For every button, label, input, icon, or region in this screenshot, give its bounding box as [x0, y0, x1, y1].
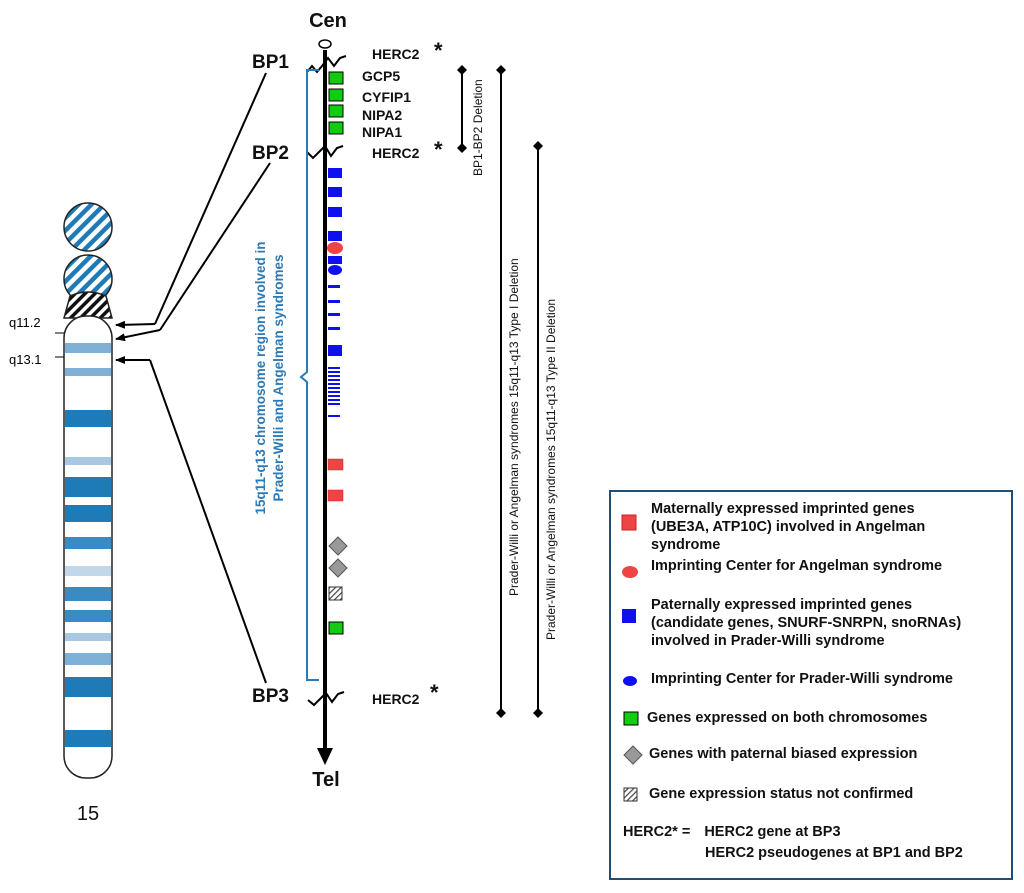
blue-gene-marker: [328, 327, 340, 330]
region-map: Cen Tel BP1 BP2 BP3 HERC2 * GCP5 CYFIP1 …: [252, 10, 443, 791]
bp1-arrow: [115, 320, 156, 329]
blue-ellipse-icon: [623, 676, 637, 686]
axis-arrowhead: [317, 748, 333, 765]
q-arm-bands: [65, 343, 111, 747]
chromosome-15-ideogram: q11.2 q13.1 15: [9, 202, 113, 825]
legend-text: (UBE3A, ATP10C) involved in Angelman: [651, 519, 926, 535]
herc2-note-line1: HERC2 gene at BP3: [704, 824, 841, 840]
green-gene-marker: [328, 621, 344, 635]
bp1-label: BP1: [252, 52, 289, 73]
blue-gene-marker: [328, 168, 342, 178]
centromere-label: Cen: [309, 10, 347, 32]
hatched-gene-marker: [328, 586, 343, 601]
blue-gene-marker: [328, 256, 342, 264]
gene-nipa2: NIPA2: [362, 107, 402, 123]
green-gene-marker: [328, 104, 344, 118]
gene-herc2-bp3: HERC2: [372, 691, 420, 707]
ic-prader-willi-marker: [328, 265, 342, 275]
p-arm-satellite-upper: [63, 202, 113, 252]
bp3-zigzag: [307, 691, 345, 707]
ic-angelman-marker: [327, 242, 343, 254]
blue-square-icon: [622, 609, 636, 623]
green-gene-marker: [328, 121, 344, 135]
legend-text: Paternally expressed imprinted genes: [651, 597, 913, 613]
legend-text: Maternally expressed imprinted genes: [651, 501, 915, 517]
legend-text: (candidate genes, SNURF-SNRPN, snoRNAs): [651, 615, 962, 631]
snorna-cluster: [328, 367, 340, 417]
red-ellipse-icon: [622, 566, 638, 578]
green-square-icon: [623, 711, 639, 726]
gene-herc2-bp2: HERC2: [372, 145, 420, 161]
legend-text: Gene expression status not confirmed: [649, 786, 914, 802]
legend-text: involved in Prader-Willi syndrome: [651, 633, 885, 649]
red-gene-marker: [327, 458, 344, 471]
gray-diamond-marker: [328, 536, 348, 556]
green-gene-marker: [328, 88, 344, 102]
asterisk-bp3: *: [430, 680, 439, 705]
bp1-connector: [154, 72, 267, 325]
breakpoint-connectors: [115, 72, 271, 684]
herc2-note-key: HERC2* =: [623, 824, 691, 840]
bp2-arrow: [115, 329, 161, 342]
blue-gene-marker: [328, 313, 340, 316]
bp2-zigzag: [306, 144, 344, 160]
blue-gene-marker: [328, 300, 340, 303]
gene-nipa1: NIPA1: [362, 124, 402, 140]
band-label-q13-1: q13.1: [9, 352, 42, 367]
hatched-square-icon: [623, 787, 638, 802]
blue-gene-marker: [328, 285, 340, 288]
blue-gene-marker: [328, 187, 342, 197]
gene-cyfip1: CYFIP1: [362, 89, 411, 105]
type1-deletion-label: Prader-Willi or Angelman syndromes 15q11…: [507, 258, 521, 596]
gene-gcp5: GCP5: [362, 68, 400, 84]
bp2-label: BP2: [252, 143, 289, 164]
bp1-zigzag: [306, 55, 347, 74]
gene-markers: [327, 71, 348, 635]
bp2-connector: [159, 162, 271, 331]
bp3-label: BP3: [252, 686, 289, 707]
gene-herc2-bp1: HERC2: [372, 46, 420, 62]
legend-text: Imprinting Center for Angelman syndrome: [651, 558, 943, 574]
asterisk-bp2: *: [434, 137, 443, 162]
legend-text: syndrome: [651, 537, 721, 553]
bp1-bp2-deletion-label: BP1-BP2 Deletion: [471, 79, 485, 176]
band-label-q11-2: q11.2: [9, 315, 41, 330]
green-gene-marker: [328, 71, 344, 85]
chromosome-number: 15: [77, 803, 99, 825]
centromere-symbol: [318, 39, 332, 49]
blue-gene-marker: [328, 231, 342, 241]
gray-diamond-icon: [623, 745, 643, 765]
blue-gene-marker: [328, 345, 342, 356]
bp3-connector: [149, 359, 267, 684]
legend-box: Maternally expressed imprinted genes (UB…: [609, 490, 1013, 880]
type2-deletion-label: Prader-Willi or Angelman syndromes 15q11…: [544, 299, 558, 640]
telomere-label: Tel: [312, 769, 339, 791]
herc2-note-line2: HERC2 pseudogenes at BP1 and BP2: [705, 845, 963, 861]
red-square-icon: [621, 514, 637, 531]
region-bracket: [299, 69, 319, 681]
herc2-note: HERC2* = HERC2 gene at BP3 HERC2 pseudog…: [623, 822, 963, 864]
red-gene-marker: [327, 489, 344, 502]
deletion-lines: BP1-BP2 Deletion Prader-Willi or Angelma…: [457, 65, 558, 718]
region-label-line2: Prader-Willi and Angelman syndromes: [271, 255, 286, 502]
region-label-line1: 15q11-q13 chromosome region involved in: [253, 241, 268, 514]
gray-diamond-marker: [328, 558, 348, 578]
legend-text: Genes with paternal biased expression: [649, 746, 918, 762]
asterisk-bp1: *: [434, 38, 443, 63]
blue-gene-marker: [328, 207, 342, 217]
centromere-band: [63, 291, 113, 319]
legend-text: Imprinting Center for Prader-Willi syndr…: [651, 671, 953, 687]
legend-text: Genes expressed on both chromosomes: [647, 710, 928, 726]
